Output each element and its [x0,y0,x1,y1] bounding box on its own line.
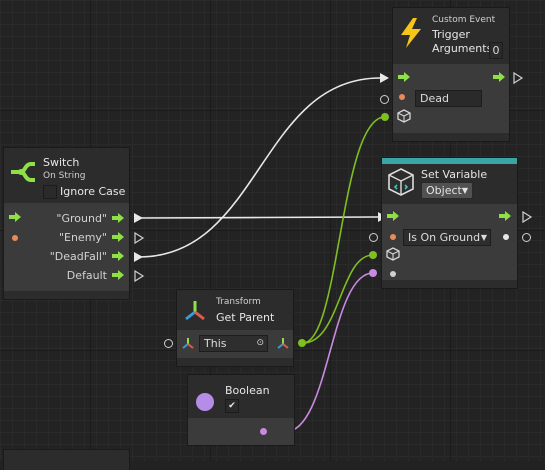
node-body: Is On Ground▼ [382,204,517,280]
node-body: Dead [393,64,509,133]
string-port-icon [399,94,405,100]
switch-branch-icon [11,162,35,182]
boolean-literal-node[interactable]: Boolean ✔ [188,375,294,445]
node-subtitle: Custom Event [432,15,496,25]
wire-arrow-deadfall [134,252,143,262]
node-header: Transform Get Parent [177,290,293,330]
node-title: Set Variable [421,168,488,181]
value-output-port-icon[interactable] [503,234,509,240]
chevron-down-icon: ▼ [461,186,468,195]
setvar-flow-out-port[interactable] [522,210,533,224]
case-enemy-flow-icon[interactable] [112,232,124,242]
string-port-icon [12,235,18,241]
arguments-label: Arguments [432,42,493,55]
ignore-case-label: Ignore Case [60,185,126,198]
node-color-bar [382,158,517,164]
trigger-target-empty-port[interactable] [380,95,389,104]
setvar-string-empty-port[interactable] [369,233,378,242]
boolean-value-checkbox[interactable]: ✔ [225,399,239,413]
case-default-label: Default [66,269,107,282]
boolean-type-icon [196,393,214,411]
node-header: Switch On String Ignore Case [4,148,129,203]
case-ground-label: "Ground" [56,212,107,225]
node-title: Trigger [432,28,470,41]
wire-parent-to-trigger [302,116,386,344]
flow-input-icon[interactable] [387,211,399,221]
set-variable-node[interactable]: Set Variable Object▼ Is On Ground▼ [382,158,517,288]
node-header: Boolean ✔ [188,375,294,418]
flow-input-icon[interactable] [398,72,410,82]
wire-bool-to-setvar [284,272,374,433]
node-footer [4,291,129,299]
chevron-down-icon: ▼ [480,233,487,242]
node-footer [382,280,517,288]
cube-icon [397,109,411,123]
node-footer [393,133,509,141]
case-ground-flow-icon[interactable] [112,213,124,223]
variable-name-value: Is On Ground [408,231,481,244]
ignore-case-checkbox[interactable] [43,185,57,199]
arguments-count-field[interactable]: 0 [489,42,503,59]
wire-flow-ground-to-setvar [138,216,379,219]
custom-event-trigger-node[interactable]: Custom Event Trigger Arguments 0 Dead [393,8,509,141]
node-title: Switch [43,156,80,169]
wire-endpoint-trigger-target [381,113,389,121]
flow-input-icon[interactable] [9,212,21,222]
node-title: Boolean [225,384,270,397]
node-subtitle: On String [43,171,86,181]
partial-node-offscreen[interactable] [4,450,129,470]
case-enemy-label: "Enemy" [58,231,107,244]
node-body: "Ground" "Enemy" "DeadFall" Default [4,203,129,291]
transform-target-empty-port[interactable] [164,339,173,348]
transform-output-port-icon[interactable] [277,337,289,349]
wire-endpoint-setvar-target [369,251,377,259]
node-subtitle: Transform [216,297,261,307]
node-body [188,418,294,445]
case-default-flow-icon[interactable] [112,270,124,280]
event-name-field[interactable]: Dead [415,90,482,107]
variable-name-field[interactable]: Is On Ground▼ [403,229,491,246]
cube-icon [386,247,400,261]
default-out-port[interactable] [134,269,145,283]
boolean-output-port-icon[interactable] [260,428,267,435]
wire-arrow-trigger-in [380,73,389,83]
wire-parent-to-setvar [302,254,374,344]
variable-kind-value: Object [426,184,462,197]
node-footer [177,358,293,366]
switch-on-string-node[interactable]: Switch On String Ignore Case "Ground" "E… [4,148,129,299]
flow-output-icon[interactable] [499,211,511,221]
transform-port-icon [182,338,194,349]
flow-output-icon[interactable] [493,72,505,82]
node-header: Custom Event Trigger Arguments 0 [393,8,509,64]
wire-flow-deadfall-to-trigger [138,77,381,258]
variable-cube-icon [388,168,414,196]
transform-get-parent-node[interactable]: Transform Get Parent This ⊙ [177,290,293,366]
setvar-value-out-port[interactable] [522,233,531,242]
lightning-icon [401,18,421,48]
object-picker-icon[interactable]: ⊙ [256,338,264,348]
node-header [4,450,129,470]
trigger-flow-out-port[interactable] [513,71,524,85]
node-title: Get Parent [216,311,275,324]
node-header: Set Variable Object▼ [382,164,517,204]
case-deadfall-label: "DeadFall" [49,250,107,263]
value-input-port-icon [390,271,396,277]
target-object-value: This [204,337,227,350]
enemy-out-port[interactable] [134,231,145,245]
transform-axes-icon [185,301,205,321]
wire-endpoint-setvar-value [369,269,377,277]
case-deadfall-flow-icon[interactable] [112,251,124,261]
node-body: This ⊙ [177,330,293,358]
string-port-icon [390,234,396,240]
target-object-field[interactable]: This ⊙ [199,335,268,352]
variable-kind-dropdown[interactable]: Object▼ [421,182,473,199]
wire-arrow-ground [134,213,143,223]
wire-endpoint-parent [298,339,306,347]
